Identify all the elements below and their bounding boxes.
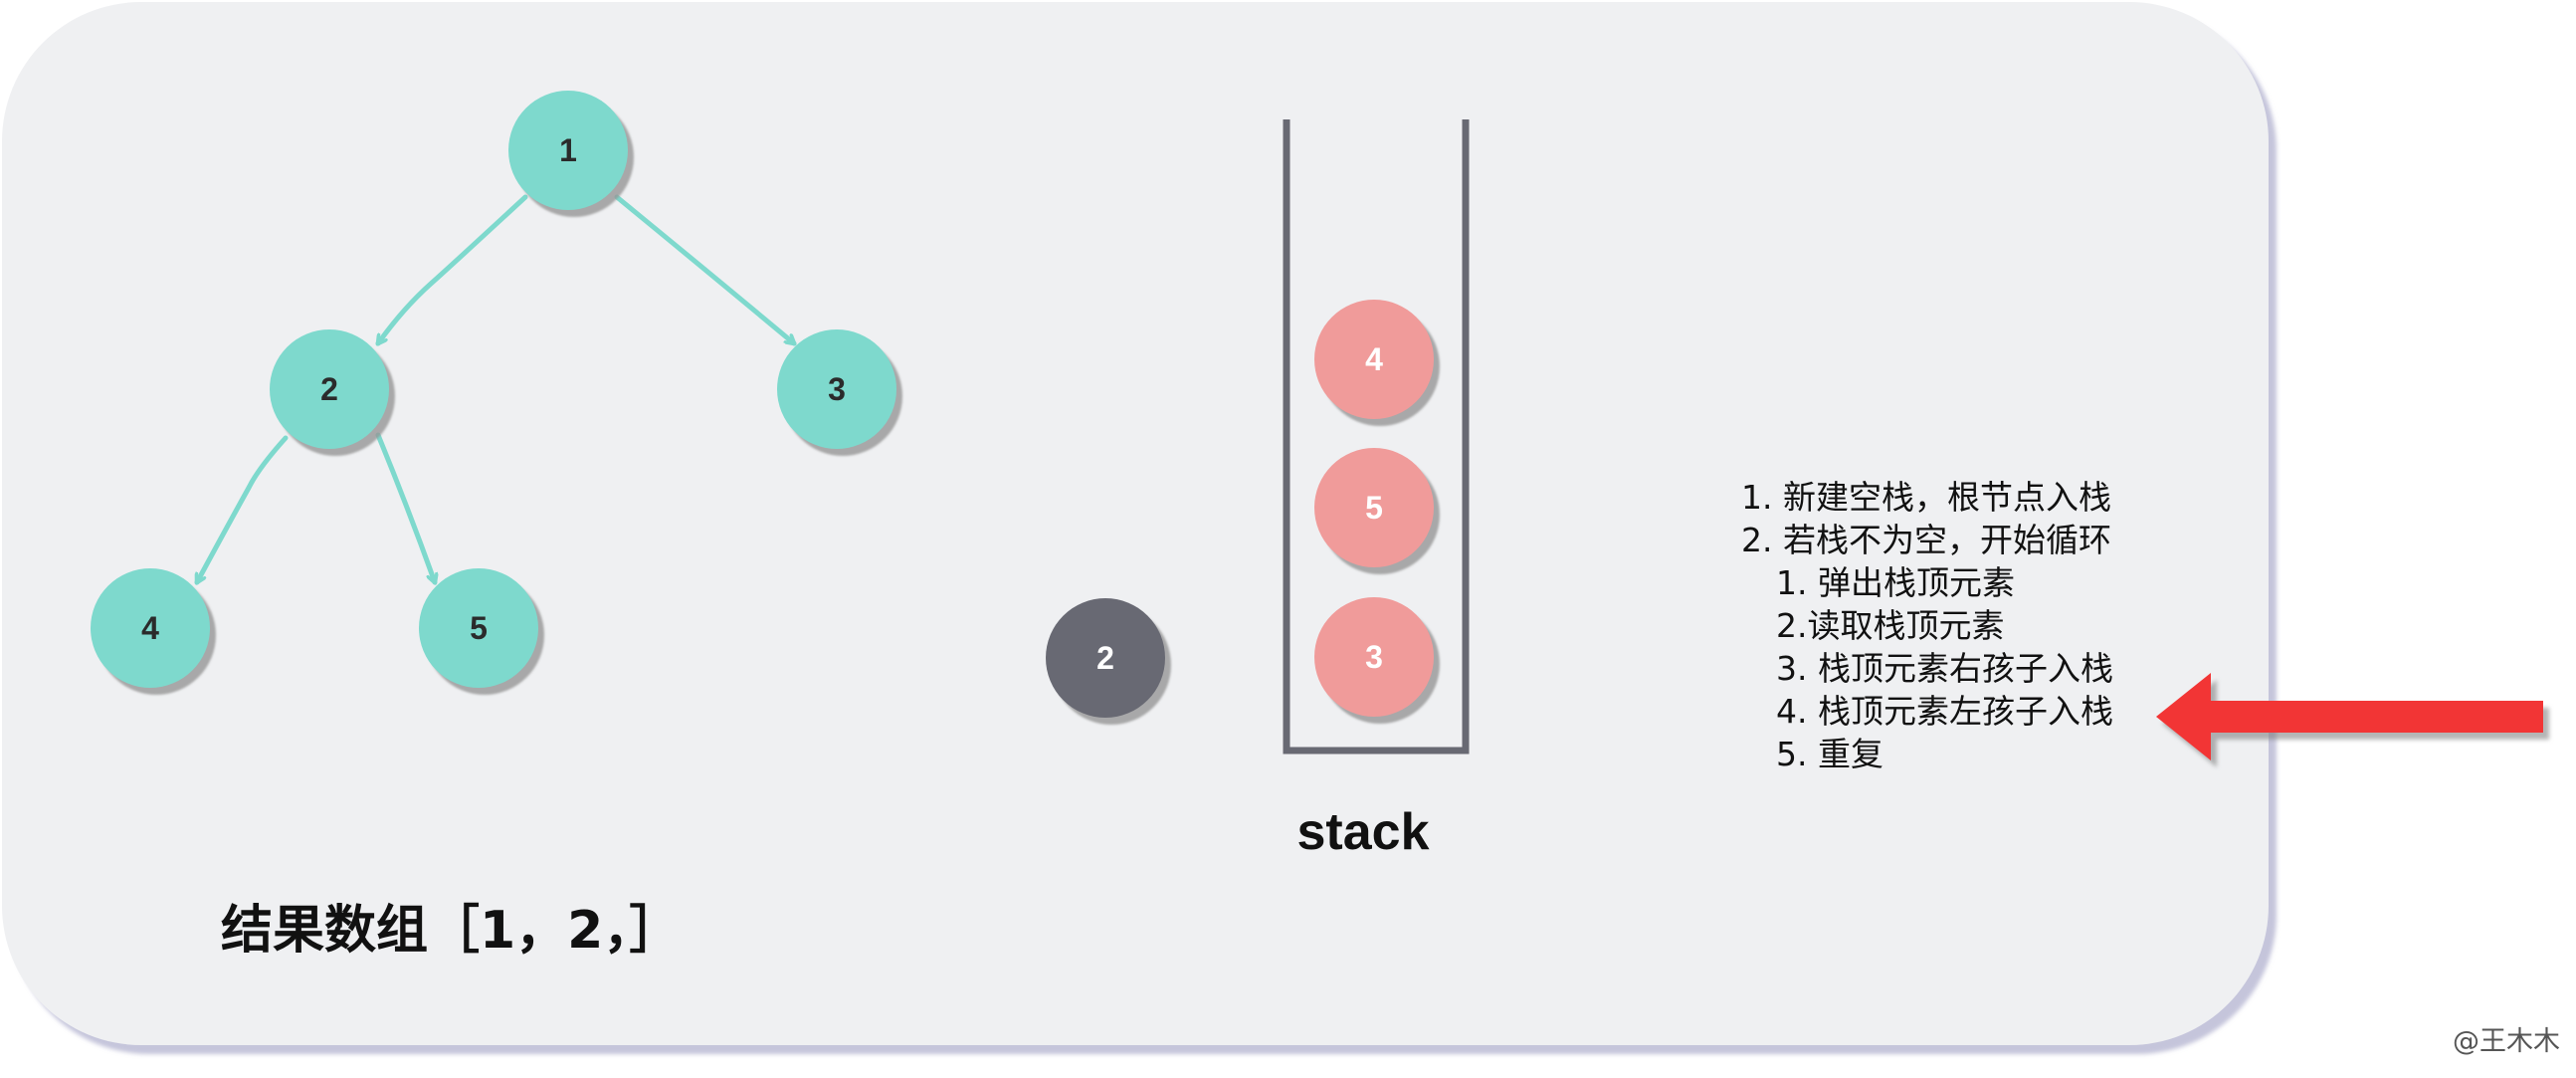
stack-item: 5 — [1314, 448, 1434, 567]
tree-node-5: 5 — [419, 568, 538, 688]
tree-node-2: 2 — [270, 329, 389, 449]
tree-edge-1-3 — [614, 194, 794, 346]
stack-container — [1283, 119, 1470, 755]
step-line: 1. 弹出栈顶元素 — [1776, 563, 2015, 602]
step-line: 3. 栈顶元素右孩子入栈 — [1776, 649, 2113, 688]
stack-item: 4 — [1314, 300, 1434, 419]
tree-node-label: 5 — [470, 609, 488, 646]
diagram-card — [2, 2, 2269, 1045]
step-line: 5. 重复 — [1776, 735, 1883, 773]
stack-label: stack — [1296, 803, 1430, 861]
step-line: 2.读取栈顶元素 — [1776, 606, 2005, 645]
tree-node-label: 2 — [320, 370, 338, 407]
current-step-arrow — [2156, 673, 2543, 760]
result-array: 结果数组［1，2，］ — [221, 901, 682, 961]
step-line: 1. 新建空栈，根节点入栈 — [1741, 478, 2111, 517]
tree-node-4: 4 — [91, 568, 210, 688]
stack-item-label: 3 — [1365, 638, 1383, 675]
tree-edge-1-2 — [375, 194, 528, 343]
stack-item-label: 4 — [1365, 340, 1383, 377]
tree-node-label: 1 — [559, 131, 577, 168]
step-line: 2. 若栈不为空，开始循环 — [1741, 521, 2111, 559]
tree-node-3: 3 — [777, 329, 896, 449]
popped-node: 2 — [1046, 598, 1165, 718]
tree-edge-2-4 — [194, 435, 289, 582]
step-line: 4. 栈顶元素左孩子入栈 — [1776, 692, 2113, 731]
tree-node-label: 4 — [141, 609, 159, 646]
algorithm-steps: 1. 新建空栈，根节点入栈 2. 若栈不为空，开始循环 1. 弹出栈顶元素 2.… — [1741, 476, 2113, 775]
tree-edge-2-5 — [375, 432, 435, 582]
tree-node-1: 1 — [508, 91, 628, 210]
tree-node-label: 3 — [828, 370, 846, 407]
popped-node-label: 2 — [1096, 639, 1114, 676]
stack-item: 3 — [1314, 597, 1434, 717]
watermark: @王木木 — [2453, 1026, 2560, 1057]
stack-item-label: 5 — [1365, 489, 1383, 526]
